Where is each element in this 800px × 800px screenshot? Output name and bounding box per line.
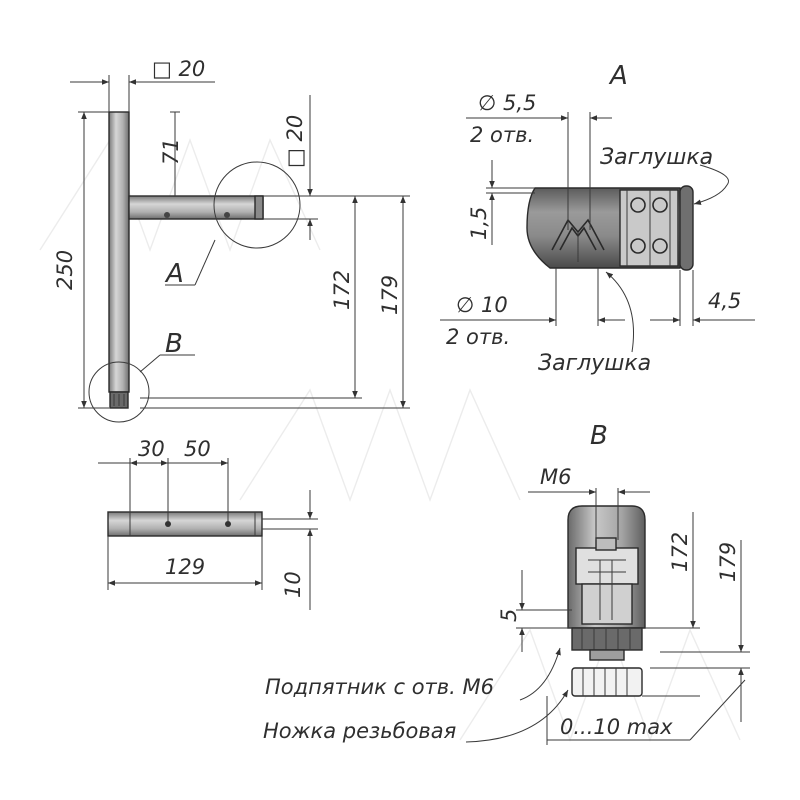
callout-A: A: [164, 259, 184, 289]
detail-B-circle: [88, 361, 150, 423]
dim-172-label: 172: [330, 270, 354, 310]
plan-arm: [107, 511, 263, 537]
callout-B: B: [165, 329, 183, 359]
dim-179-label: 179: [378, 275, 402, 315]
hole-large-count: 2 отв.: [446, 325, 510, 349]
cap-top-label: Заглушка: [600, 145, 713, 170]
dim-71-label: 71: [159, 138, 183, 165]
detail-B: B M6: [263, 421, 750, 745]
arm-bolt-1: [164, 212, 170, 218]
dim-5-label: 5: [497, 609, 521, 622]
square-top-label: □ 20: [152, 57, 205, 81]
square-arm-label: □ 20: [283, 115, 307, 168]
main-view: □ 20 □ 20 71 250 172 179 A B: [53, 57, 410, 423]
range-label: 0...10 max: [560, 715, 673, 739]
dim-30-label: 30: [138, 437, 165, 461]
dim-250-label: 250: [53, 250, 77, 290]
dim-1-5-label: 1,5: [467, 207, 491, 240]
arm-bolt-2: [224, 212, 230, 218]
dim-50-label: 50: [184, 437, 211, 461]
hole-small-count: 2 отв.: [470, 123, 534, 147]
detail-A-circle: [213, 161, 301, 249]
dim-4-5-label: 4,5: [708, 289, 741, 313]
dim-129-label: 129: [165, 555, 205, 579]
plan-hole-1: [165, 521, 171, 527]
plan-hole-2: [225, 521, 231, 527]
detail-B-172: 172: [668, 532, 692, 572]
note-leg: Ножка резьбовая: [263, 719, 456, 743]
detail-A-cap: [679, 185, 694, 271]
hole-small-dia: ∅ 5,5: [478, 91, 536, 115]
detail-A: A ∅ 5,5 2 отв. Заглушка 1,5: [440, 61, 755, 376]
detail-B-title: B: [590, 421, 608, 451]
horizontal-arm: [128, 195, 264, 220]
plan-view: 30 50 129 10: [98, 437, 318, 610]
thread-label: M6: [540, 465, 571, 489]
threaded-foot: [571, 667, 643, 697]
detail-B-179: 179: [716, 542, 740, 582]
note-bearing: Подпятник с отв. М6: [265, 675, 494, 699]
hole-large-dia: ∅ 10: [456, 293, 508, 317]
cap-bottom-label: Заглушка: [538, 351, 651, 376]
vertical-tube: [108, 111, 130, 393]
dim-10-label: 10: [281, 571, 305, 598]
detail-A-title: A: [608, 61, 628, 91]
arm-end-cap: [254, 195, 264, 220]
